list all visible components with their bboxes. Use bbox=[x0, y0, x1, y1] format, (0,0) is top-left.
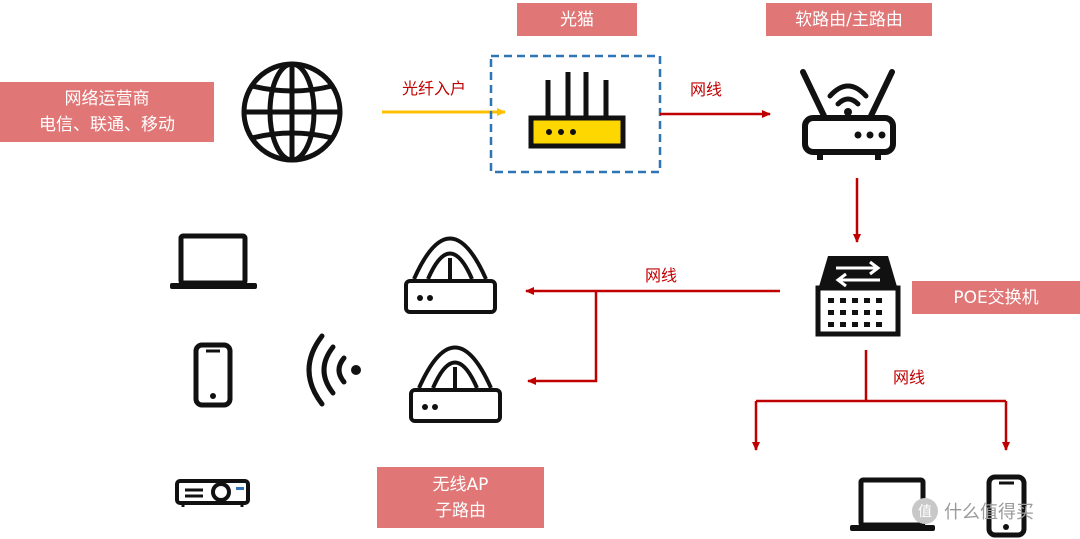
wireless-signal-icon bbox=[306, 333, 361, 407]
access-point-icon-2 bbox=[409, 345, 502, 423]
modem-highlight-box bbox=[489, 54, 662, 174]
globe-icon bbox=[241, 61, 343, 163]
watermark-badge: 值 bbox=[912, 498, 938, 524]
watermark: 值 什么值得买 bbox=[912, 498, 1034, 524]
projector-icon bbox=[175, 479, 250, 507]
poe-switch-label: POE交换机 bbox=[912, 281, 1080, 314]
ethernet-label-switch-devices: 网线 bbox=[893, 368, 926, 387]
watermark-text: 什么值得买 bbox=[944, 502, 1034, 523]
modem-icon bbox=[528, 72, 626, 149]
laptop-icon bbox=[170, 233, 257, 289]
access-point-icon-1 bbox=[404, 236, 497, 314]
phone-icon bbox=[193, 342, 233, 408]
isp-label-line1: 网络运营商 bbox=[64, 89, 150, 109]
fiber-label: 光纤入户 bbox=[402, 79, 467, 98]
switch-ap-lines bbox=[525, 287, 780, 385]
modem-label: 光猫 bbox=[517, 3, 637, 36]
ap-label: 无线AP 子路由 bbox=[377, 467, 544, 528]
poe-switch-icon bbox=[815, 256, 901, 337]
isp-label: 网络运营商 电信、联通、移动 bbox=[0, 82, 214, 142]
main-router-icon bbox=[800, 69, 896, 160]
isp-label-line2: 电信、联通、移动 bbox=[39, 115, 175, 135]
wired-laptop-icon bbox=[850, 477, 935, 531]
main-router-label: 软路由/主路由 bbox=[766, 3, 932, 36]
wired-phone-icon bbox=[986, 474, 1027, 538]
ethernet-label-modem-router: 网线 bbox=[690, 80, 723, 99]
switch-devices-lines bbox=[752, 350, 1010, 451]
ap-label-line1: 无线AP bbox=[432, 474, 489, 495]
ap-label-line2: 子路由 bbox=[435, 500, 486, 521]
ethernet-label-switch-ap: 网线 bbox=[645, 266, 678, 285]
